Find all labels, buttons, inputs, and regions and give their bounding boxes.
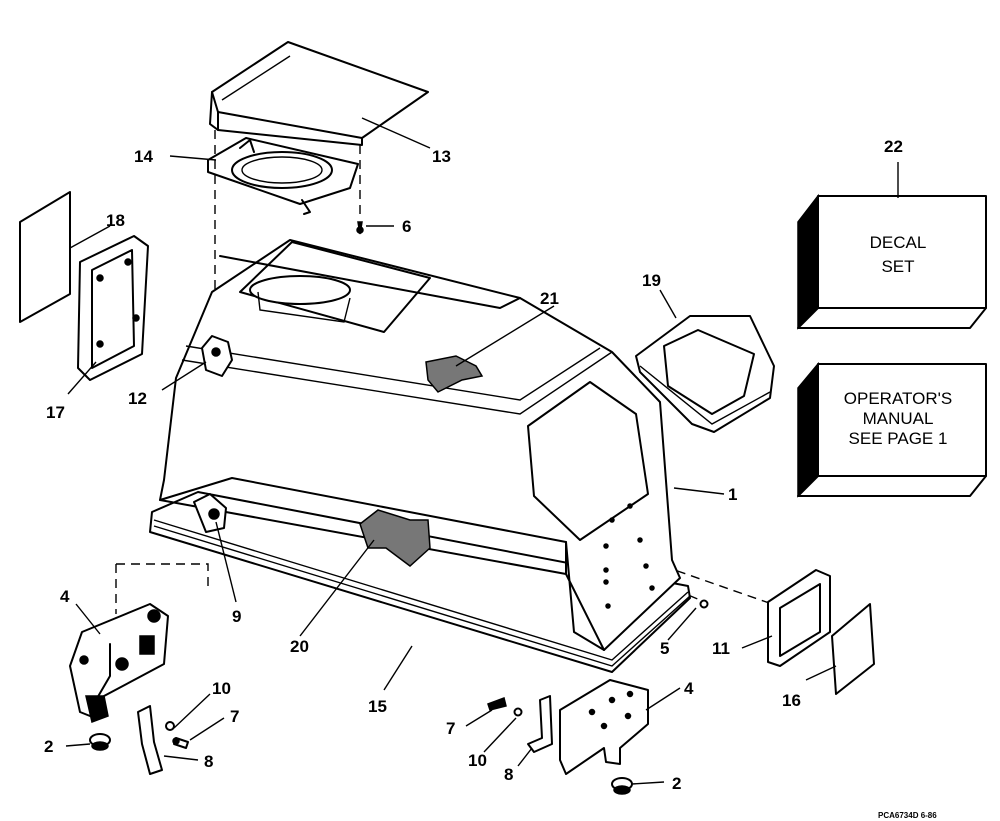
callout-4-right: 4: [684, 679, 694, 698]
part-6-screw: [356, 221, 364, 235]
part-9-latch: [193, 493, 227, 533]
callout-13: 13: [432, 147, 451, 166]
callout-10-left: 10: [212, 679, 231, 698]
callout-7-left: 7: [230, 707, 239, 726]
part-12-knob: [201, 335, 233, 377]
part-4-right-bracket: [559, 679, 649, 775]
callout-15: 15: [368, 697, 387, 716]
callout-labels: 1 2 2 4 4 5 6 7 7 8 8 9 10 10 11 12 13 1…: [44, 137, 903, 793]
callout-1: 1: [728, 485, 737, 504]
operators-manual-box: [797, 361, 987, 498]
callout-8-right: 8: [504, 765, 513, 784]
manual-box-line-2: MANUAL: [863, 409, 934, 428]
callout-7-right: 7: [446, 719, 455, 738]
callout-18: 18: [106, 211, 125, 230]
part-21-foam: [425, 355, 484, 393]
part-11-plate: [767, 569, 831, 667]
callout-17: 17: [46, 403, 65, 422]
part-10-left-washer: [165, 721, 175, 731]
part-7-right-screw: [487, 697, 507, 711]
callout-5: 5: [660, 639, 669, 658]
callout-9: 9: [232, 607, 241, 626]
manual-box-line-3: SEE PAGE 1: [849, 429, 948, 448]
part-14-oval-plate: [207, 137, 359, 215]
part-20-foam: [359, 509, 431, 567]
alignment-lines: [115, 130, 773, 614]
part-16-sheet: [831, 603, 875, 695]
callout-16: 16: [782, 691, 801, 710]
part-1-engine-cowl: [149, 239, 691, 673]
part-8-right-strap: [527, 695, 553, 753]
callout-20: 20: [290, 637, 309, 656]
part-17-grille-frame: [77, 235, 149, 381]
callout-8-left: 8: [204, 752, 213, 771]
callout-6: 6: [402, 217, 411, 236]
callout-4-left: 4: [60, 587, 70, 606]
callout-12: 12: [128, 389, 147, 408]
part-19-gasket: [635, 315, 775, 433]
leader-lines: [65, 117, 899, 785]
callout-21: 21: [540, 289, 559, 308]
figure-code: PCA6734D 6-86: [878, 811, 937, 820]
part-18-sheet: [19, 191, 71, 323]
callout-11: 11: [712, 639, 730, 658]
callout-14: 14: [134, 147, 153, 166]
decal-box-line-2: SET: [881, 257, 914, 276]
part-13-top-cover: [209, 41, 429, 146]
callout-19: 19: [642, 271, 661, 290]
part-7-left-screw: [172, 737, 189, 749]
part-5-bolt: [699, 599, 709, 609]
callout-10-right: 10: [468, 751, 487, 770]
callout-2-right: 2: [672, 774, 681, 793]
callout-22: 22: [884, 137, 903, 156]
decal-box-line-1: DECAL: [870, 233, 927, 252]
manual-box-line-1: OPERATOR'S: [844, 389, 952, 408]
part-2-right-mount: [611, 777, 633, 795]
part-2-left-mount: [89, 733, 111, 751]
callout-2-left: 2: [44, 737, 53, 756]
part-8-left-strap: [137, 705, 163, 775]
part-22-decal-set-box: [797, 193, 987, 330]
part-10-right-washer: [513, 707, 523, 717]
part-4-left-bracket: [69, 603, 169, 724]
